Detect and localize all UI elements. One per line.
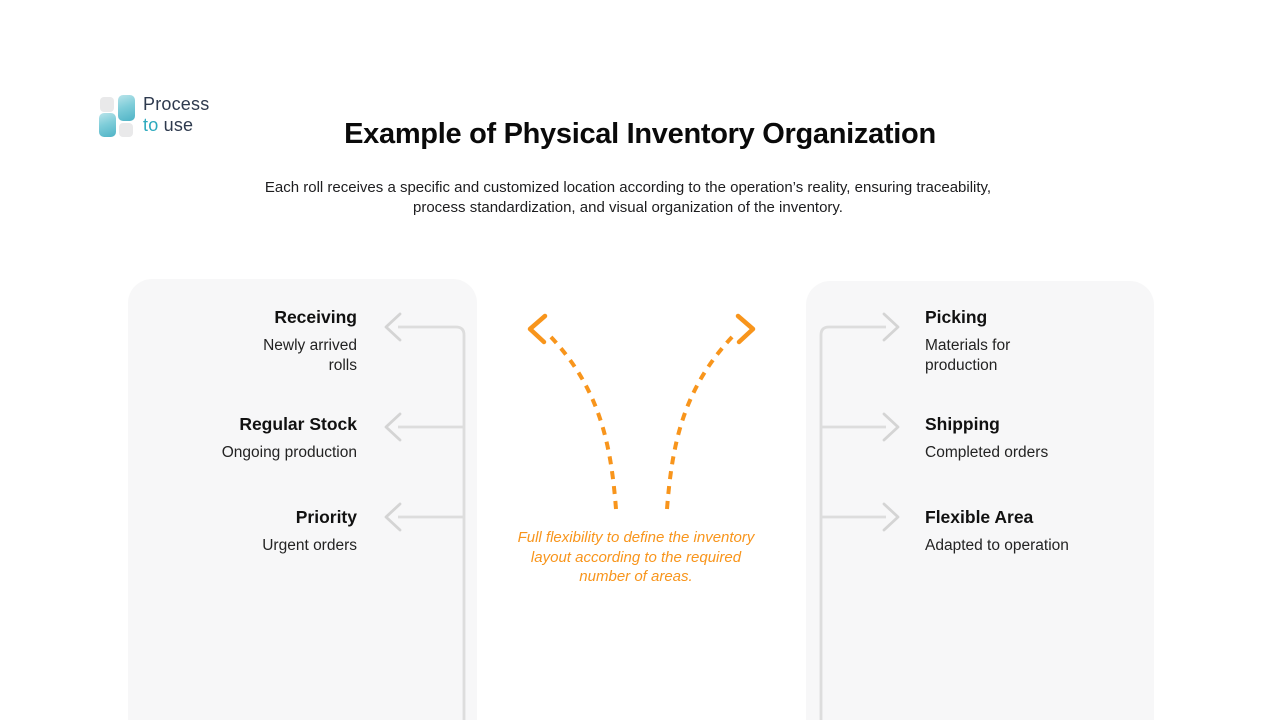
logo-square-gray-bottom-icon: [119, 123, 133, 137]
zone-receiving: Receiving Newly arrived rolls: [138, 307, 357, 376]
zone-shipping-description: Completed orders: [925, 444, 1049, 461]
logo-word-use: use: [158, 115, 194, 135]
zone-flexible-area-description: Adapted to operation: [925, 537, 1069, 554]
arrowhead-right-icon: [735, 313, 756, 345]
zone-shipping: Shipping Completed orders: [925, 414, 1150, 463]
logo-square-gray-top-icon: [100, 97, 114, 112]
logo-word-to: to: [143, 115, 159, 135]
zone-regular-stock-heading: Regular Stock: [239, 414, 357, 434]
logo-square-teal-left-icon: [99, 113, 116, 137]
divergence-curve-left: [547, 333, 618, 510]
process-to-use-logo: Process to use: [99, 94, 259, 142]
diverging-dashed-arrows-icon: [527, 313, 756, 510]
zone-regular-stock-description: Ongoing production: [221, 444, 357, 461]
logo-word-process: Process: [143, 94, 210, 114]
zone-regular-stock: Regular Stock Ongoing production: [138, 414, 357, 463]
flexibility-note: Full flexibility to define the inventory…: [517, 529, 755, 585]
zone-picking-heading: Picking: [925, 307, 988, 327]
zone-receiving-description: Newly arrived rolls: [263, 337, 357, 374]
logo-square-teal-right-icon: [118, 95, 135, 121]
divergence-curve-right: [665, 333, 736, 510]
zone-priority-description: Urgent orders: [262, 537, 357, 554]
zone-picking-description: Materials for production: [925, 337, 1011, 374]
zone-receiving-heading: Receiving: [274, 307, 357, 327]
zone-flexible-area-heading: Flexible Area: [925, 507, 1034, 527]
zone-shipping-heading: Shipping: [925, 414, 1000, 434]
zone-priority: Priority Urgent orders: [138, 507, 357, 556]
arrowhead-left-icon: [527, 313, 548, 345]
zone-picking: Picking Materials for production: [925, 307, 1150, 376]
page-title: Example of Physical Inventory Organizati…: [344, 118, 936, 150]
page-subtitle: Each roll receives a specific and custom…: [264, 179, 992, 216]
zone-flexible-area: Flexible Area Adapted to operation: [925, 507, 1150, 556]
zone-priority-heading: Priority: [295, 507, 357, 527]
logo-wordmark: Process to use: [143, 94, 209, 136]
